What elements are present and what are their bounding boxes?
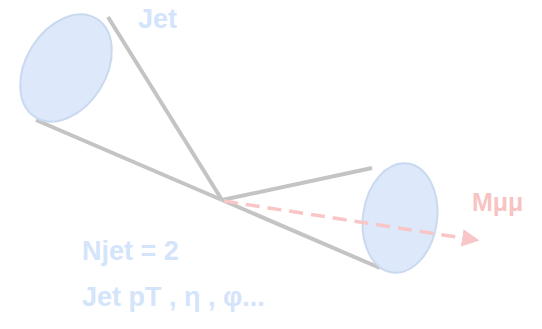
cone-line xyxy=(108,17,222,200)
cone-line xyxy=(222,168,372,200)
jet-label: Jet xyxy=(138,4,177,35)
mass-label: Mμμ xyxy=(472,188,523,217)
jet-variables: Jet pT , η , φ... xyxy=(82,282,265,313)
jet-count: Njet = 2 xyxy=(82,236,179,267)
cone-line xyxy=(36,120,222,200)
cone-line xyxy=(222,200,380,268)
jet-cone-end xyxy=(1,0,130,138)
jet-cone-end xyxy=(356,158,445,277)
dimuon-arrow xyxy=(224,201,476,240)
